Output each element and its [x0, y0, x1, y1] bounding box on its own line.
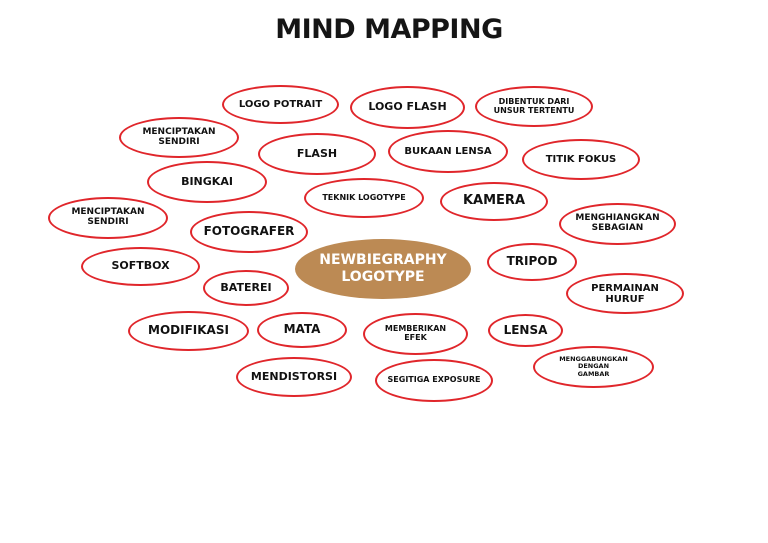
node-titik-fokus: TITIK FOKUS [522, 139, 640, 180]
node-permainan-huruf: PERMAINAN HURUF [566, 273, 684, 314]
node-menghiangkan-sebagian: MENGHIANGKAN SEBAGIAN [559, 203, 676, 245]
node-mata: MATA [257, 312, 347, 348]
node-menggabungkan-dengan-gambar: MENGGABUNGKAN DENGAN GAMBAR [533, 346, 654, 388]
node-modifikasi: MODIFIKASI [128, 311, 249, 351]
node-baterei: BATEREI [203, 270, 289, 306]
node-flash: FLASH [258, 133, 376, 175]
node-tripod: TRIPOD [487, 243, 577, 281]
node-memberikan-efek: MEMBERIKAN EFEK [363, 313, 468, 355]
node-menciptakan-sendiri-top: MENCIPTAKAN SENDIRI [119, 117, 239, 158]
node-logo-flash: LOGO FLASH [350, 86, 465, 129]
node-segitiga-exposure: SEGITIGA EXPOSURE [375, 359, 493, 402]
central-topic-node: NEWBIEGRAPHY LOGOTYPE [295, 239, 471, 299]
page-title: MIND MAPPING [275, 14, 503, 45]
node-logo-potrait: LOGO POTRAIT [222, 85, 339, 124]
node-kamera: KAMERA [440, 182, 548, 221]
node-softbox: SOFTBOX [81, 247, 200, 286]
node-bukaan-lensa: BUKAAN LENSA [388, 130, 508, 173]
node-dibentuk-dari-unsur-tertentu: DIBENTUK DARI UNSUR TERTENTU [475, 86, 593, 127]
node-menciptakan-sendiri-left: MENCIPTAKAN SENDIRI [48, 197, 168, 239]
node-bingkai: BINGKAI [147, 161, 267, 203]
node-mendistorsi: MENDISTORSI [236, 357, 352, 397]
node-fotografer: FOTOGRAFER [190, 211, 308, 253]
node-teknik-logotype: TEKNIK LOGOTYPE [304, 178, 424, 218]
node-lensa: LENSA [488, 314, 563, 347]
